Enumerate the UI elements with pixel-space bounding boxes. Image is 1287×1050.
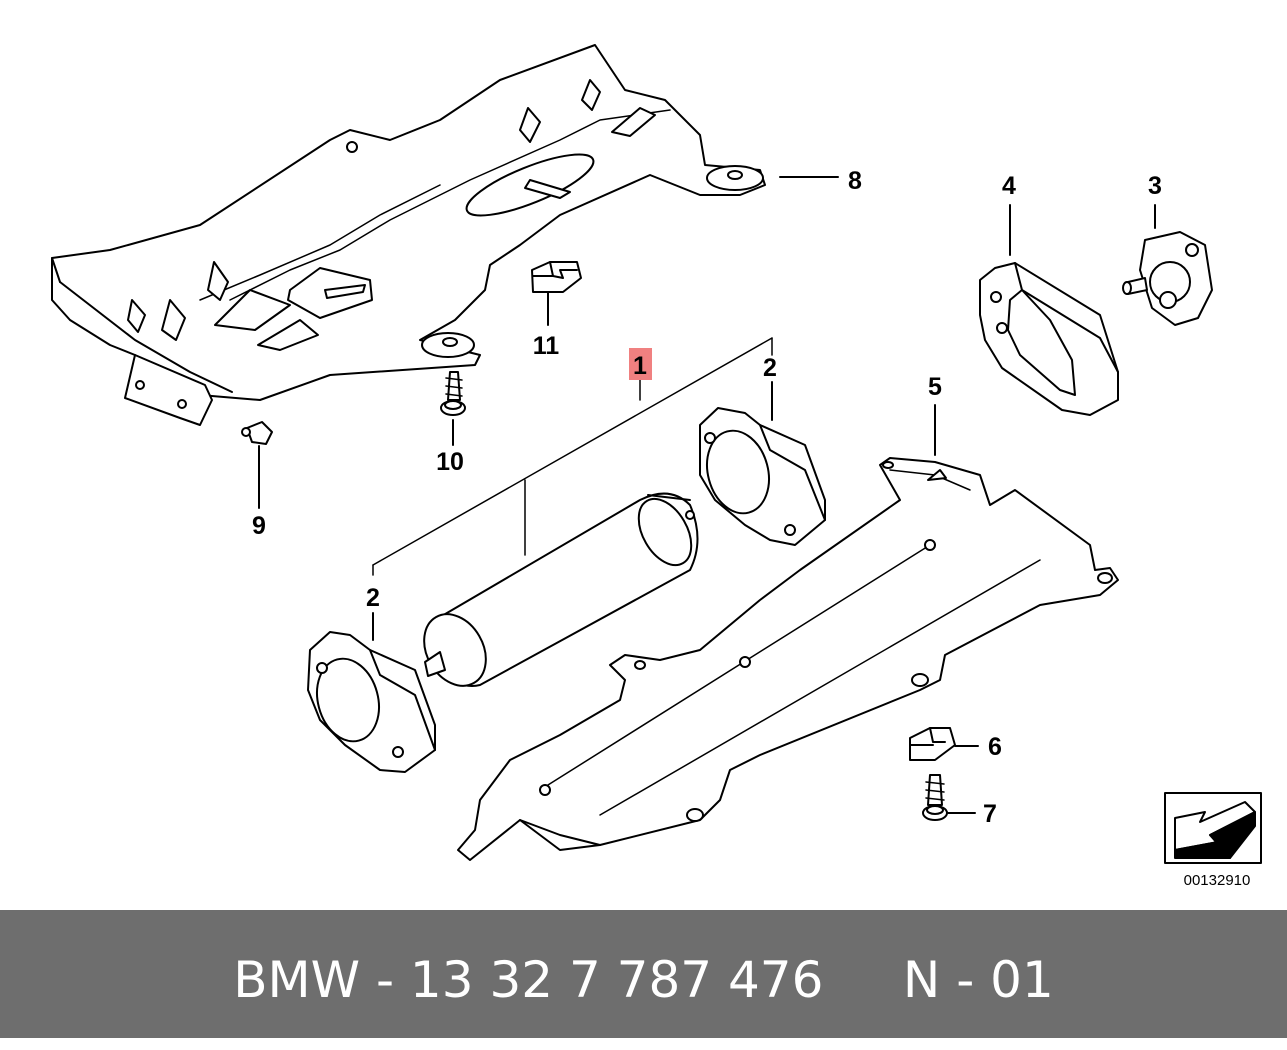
part-9-nut	[241, 421, 273, 445]
callout-9: 9	[252, 512, 266, 540]
callout-5: 5	[928, 373, 942, 401]
part-4-bracket	[979, 262, 1119, 416]
callout-11: 11	[533, 332, 560, 360]
callout-2-lower: 2	[366, 584, 380, 612]
part-8-shield-upper	[51, 44, 766, 426]
footer-bar: BMW - 13 32 7 787 476 N - 01	[0, 910, 1287, 1038]
part-1-group-lines	[372, 337, 773, 576]
part-2-spacer-lower	[307, 631, 436, 773]
part-6-clip	[909, 727, 956, 761]
part-7-screw	[922, 774, 948, 821]
part-number-text: BMW - 13 32 7 787 476 N - 01	[233, 951, 1054, 1009]
callout-10: 10	[436, 448, 464, 476]
part-10-screw	[440, 371, 466, 416]
orientation-arrow-icon	[1164, 792, 1262, 864]
image-code: 00132910	[1184, 872, 1251, 889]
part-3-valve	[1122, 231, 1213, 326]
part-2-spacer-upper	[699, 407, 826, 546]
diagram-svg: 1 2 2 3 4 5 6 7 8 9 10 11 00132910	[51, 44, 1262, 889]
callout-4: 4	[1002, 172, 1016, 200]
callout-7: 7	[983, 800, 997, 828]
callout-1-highlight	[629, 348, 652, 380]
part-11-clip	[531, 261, 582, 293]
callout-2-upper: 2	[763, 354, 777, 382]
parts-diagram: 1 2 2 3 4 5 6 7 8 9 10 11 00132910	[51, 44, 1262, 889]
callout-8: 8	[848, 167, 862, 195]
callout-1: 1	[633, 352, 647, 380]
part-1-canister	[423, 492, 699, 687]
callout-6: 6	[988, 733, 1002, 761]
part-5-shield-lower	[457, 457, 1119, 861]
callout-3: 3	[1148, 172, 1162, 200]
